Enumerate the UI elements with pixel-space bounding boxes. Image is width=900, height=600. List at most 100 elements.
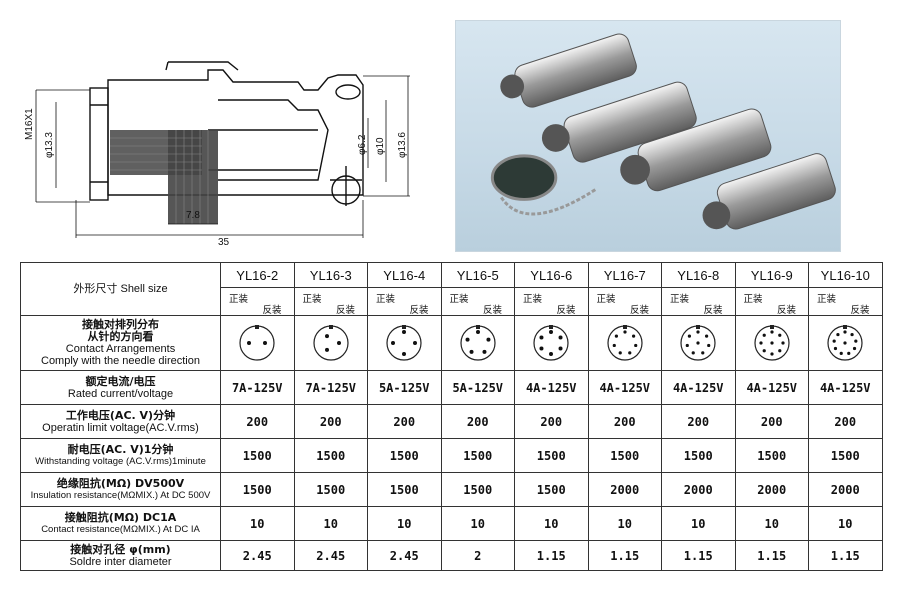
table-row-models: 外形尺寸 Shell size YL16-2 YL16-3 YL16-4 YL1… (20, 262, 883, 316)
dimension-drawing: M16X1 φ13.3 φ6.2 φ10 φ13.6 7.8 35 (18, 30, 428, 245)
dim-thread: M16X1 (24, 108, 35, 140)
pin-dot (696, 330, 700, 334)
dim-d6-2: φ6.2 (357, 134, 368, 155)
value-cell: 4A-125V (808, 370, 883, 405)
pin-dot (612, 343, 616, 348)
pin-dot (324, 334, 329, 339)
connector-photo (455, 20, 841, 252)
dim-d10: φ10 (375, 137, 386, 155)
mount-cell: 正装反装 (808, 287, 883, 316)
value-cell: 1500 (367, 472, 442, 507)
value-cell: 1.15 (514, 540, 589, 571)
value-cell: 2.45 (220, 540, 295, 571)
pin-dot (391, 341, 396, 345)
pin-dot (705, 334, 709, 338)
pin-layout-icon (754, 325, 790, 361)
pin-dot (539, 335, 544, 340)
mount-cell: 正装反装 (514, 287, 589, 316)
value-cell: 1500 (293, 472, 368, 507)
value-cell: 2000 (808, 472, 883, 507)
value-cell: 10 (367, 506, 442, 541)
key-notch (475, 325, 480, 329)
forward-label: 正装 (229, 294, 249, 305)
model-cell: YL16-3 (293, 262, 368, 288)
value-cell: 200 (440, 404, 515, 439)
value-cell: 1500 (367, 438, 442, 473)
dim-d13-6: φ13.6 (397, 132, 408, 158)
value-cell: 1500 (293, 438, 368, 473)
reverse-label: 反装 (703, 305, 723, 316)
connector-dimension-svg: M16X1 φ13.3 φ6.2 φ10 φ13.6 7.8 35 (24, 61, 410, 245)
model-cell: YL16-2 (220, 262, 295, 288)
value-cell: 200 (367, 404, 442, 439)
value-cell: 200 (220, 404, 295, 439)
value-cell: 200 (514, 404, 589, 439)
pin-diagram-cell (734, 315, 809, 371)
spec-table: 外形尺寸 Shell size YL16-2 YL16-3 YL16-4 YL1… (20, 262, 883, 571)
pin-dot (701, 351, 705, 355)
value-cell: 1500 (514, 472, 589, 507)
pin-dot (623, 330, 627, 334)
value-cell: 7A-125V (293, 370, 368, 405)
reverse-label: 反装 (556, 305, 576, 316)
pin-layout-icon (386, 325, 422, 361)
pin-layout-icon (827, 325, 863, 361)
value-cell: 1.15 (661, 540, 736, 571)
value-cell: 1500 (808, 438, 883, 473)
value-cell: 2000 (587, 472, 662, 507)
value-cell: 10 (440, 506, 515, 541)
pin-dot (770, 352, 774, 356)
value-cell: 10 (661, 506, 736, 541)
dim-len-7-8: 7.8 (186, 210, 200, 221)
forward-label: 正装 (302, 294, 322, 305)
pin-layout-icon (680, 325, 716, 361)
pin-dot (685, 343, 690, 348)
pin-dot (839, 351, 844, 355)
key-notch (402, 325, 407, 329)
value-cell: 1500 (220, 438, 295, 473)
pin-dot (762, 349, 766, 353)
reverse-label: 反装 (629, 305, 649, 316)
value-cell: 10 (808, 506, 883, 541)
pin-dot (618, 351, 622, 355)
value-cell: 200 (734, 404, 809, 439)
pin-dot (614, 334, 618, 338)
value-cell: 10 (734, 506, 809, 541)
pin-dot (469, 349, 474, 354)
value-cell: 200 (293, 404, 368, 439)
pin-dot (402, 330, 407, 334)
model-cell: YL16-8 (661, 262, 736, 288)
pin-dot (633, 343, 638, 348)
pin-dot (688, 334, 692, 338)
pin-dot (558, 346, 563, 351)
pin-layout-icon (239, 325, 275, 361)
reverse-label: 反装 (262, 305, 282, 316)
pin-dot (853, 346, 857, 351)
value-cell: 1500 (734, 438, 809, 473)
value-cell: 1.15 (808, 540, 883, 571)
pin-dot (781, 341, 785, 345)
key-notch (696, 325, 701, 329)
pin-dot (770, 341, 774, 345)
pin-dot (777, 333, 782, 337)
pin-dot (486, 337, 491, 342)
key-notch (769, 325, 774, 329)
value-cell: 1500 (587, 438, 662, 473)
value-cell: 4A-125V (734, 370, 809, 405)
mount-cell: 正装反装 (661, 287, 736, 316)
contact-label: 接触对排列分布 从针的方向看 Contact Arrangements Comp… (20, 315, 221, 371)
key-notch (328, 325, 333, 329)
pin-dot (762, 333, 766, 337)
pin-dot (843, 341, 847, 345)
pin-dot (413, 341, 418, 345)
pin-dot (850, 332, 854, 337)
reverse-label: 反装 (409, 305, 429, 316)
mount-cell: 正装反装 (367, 287, 442, 316)
mount-cell: 正装反装 (220, 287, 295, 316)
